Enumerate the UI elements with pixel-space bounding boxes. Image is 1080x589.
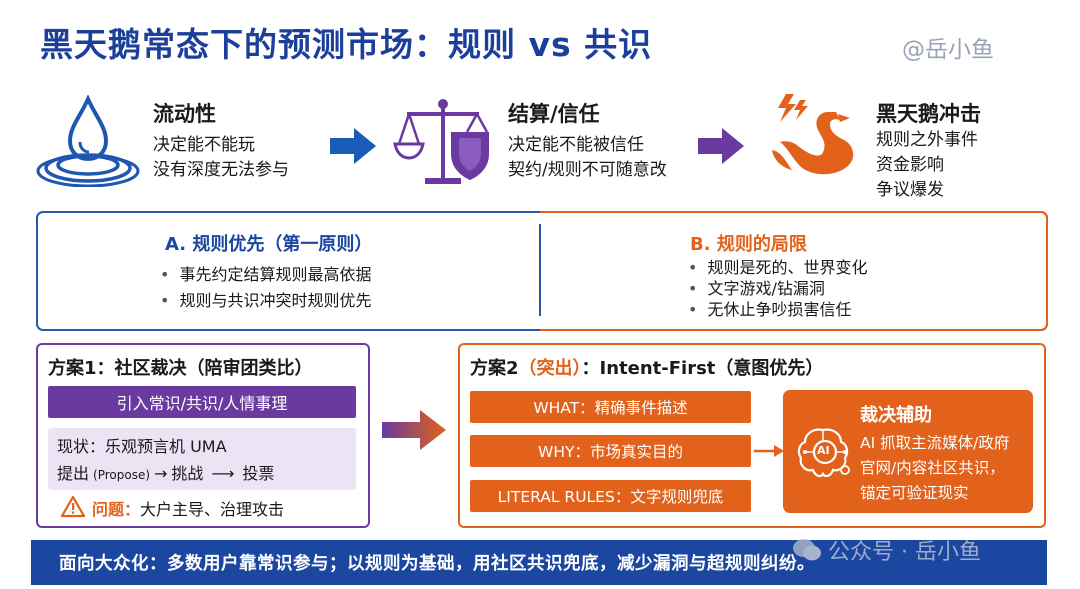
aid-line-1: AI 抓取主流媒体/政府 — [860, 434, 1010, 452]
flow-propose-en: (Propose) — [93, 468, 151, 482]
arrow-right-icon — [330, 128, 376, 168]
wechat-icon — [793, 539, 821, 561]
arrow-right-icon — [754, 443, 784, 463]
flow-arrow-1: → — [154, 464, 168, 483]
rule-first-item-1: 事先约定结算规则最高依据 — [160, 262, 371, 287]
arrow-right-icon — [382, 410, 446, 454]
plan2-title-prefix: 方案2 — [470, 358, 519, 379]
black-swan-line-1: 规则之外事件 — [876, 130, 978, 150]
adjudication-aid-box — [783, 390, 1033, 513]
settlement-line-1: 决定能不能被信任 — [508, 135, 644, 155]
plan1-title: 方案1：社区裁决（陪审团类比） — [48, 358, 313, 379]
black-swan-title: 黑天鹅冲击 — [876, 102, 981, 126]
page-title: 黑天鹅常态下的预测市场：规则 vs 共识 — [40, 25, 653, 64]
flow-challenge: 挑战 — [171, 464, 204, 483]
rule-limit-item-3: 无休止争吵损害信任 — [688, 297, 851, 322]
footer-banner: 面向大众化：多数用户靠常识参与；以规则为基础，用社区共识兜底，减少漏洞与超规则纠… — [31, 540, 1047, 585]
rule-limit-title: B. 规则的局限 — [690, 234, 807, 255]
water-drop-icon — [36, 94, 140, 188]
liquidity-line-2: 没有深度无法参与 — [153, 160, 289, 180]
principles-panel-right-border — [540, 211, 1048, 331]
warning-icon — [60, 495, 86, 522]
aid-line-3: 锚定可验证现实 — [860, 484, 969, 502]
what-bar: WHAT：精确事件描述 — [470, 391, 751, 423]
black-swan-icon — [764, 92, 864, 192]
rule-first-item-2: 规则与共识冲突时规则优先 — [160, 288, 371, 313]
wechat-watermark: 公众号 · 岳小鱼 — [792, 534, 981, 566]
plan2-title-highlight: （突出） — [518, 358, 582, 379]
plan1-panel — [36, 343, 370, 528]
wechat-watermark-text: 公众号 · 岳小鱼 — [828, 540, 981, 565]
flow-propose-label: 提出 — [57, 464, 90, 483]
rule-first-title: A. 规则优先（第一原则） — [165, 234, 373, 255]
black-swan-line-2: 资金影响 — [876, 155, 944, 175]
flow-arrow-2: ⟶ — [211, 464, 235, 483]
plan2-title: 方案2（突出）：Intent-First（意图优先） — [470, 354, 823, 380]
principles-divider — [539, 224, 541, 316]
aid-line-2: 官网/内容社区共识， — [860, 459, 1005, 477]
adjudication-aid-title: 裁决辅助 — [860, 405, 932, 426]
rule-limit-item-2: 文字游戏/钻漏洞 — [688, 276, 824, 301]
liquidity-title: 流动性 — [153, 102, 216, 126]
liquidity-line-1: 决定能不能玩 — [153, 135, 255, 155]
scale-shield-icon — [393, 92, 493, 192]
why-bar: WHY：市场真实目的 — [470, 435, 751, 467]
plan1-flow: 提出 (Propose) → 挑战 ⟶ 投票 — [57, 460, 274, 484]
rule-limit-item-1: 规则是死的、世界变化 — [688, 255, 867, 280]
settlement-line-2: 契约/规则不可随意改 — [508, 160, 667, 180]
warning-label: 问题： — [92, 500, 141, 519]
plan2-panel — [458, 343, 1046, 528]
arrow-right-icon — [698, 128, 744, 168]
plan1-warning: 问题：大户主导、治理攻击 — [92, 496, 284, 520]
author-watermark: @岳小鱼 — [902, 37, 994, 63]
settlement-title: 结算/信任 — [508, 102, 600, 126]
black-swan-line-3: 争议爆发 — [876, 180, 944, 200]
warning-text: 大户主导、治理攻击 — [140, 500, 285, 519]
ai-label: AI — [817, 444, 830, 457]
plan1-bar: 引入常识/共识/人情事理 — [48, 386, 356, 418]
plan1-status-line: 现状：乐观预言机 UMA — [57, 437, 227, 456]
plan2-title-suffix: ：Intent-First（意图优先） — [581, 358, 824, 379]
plan1-status-box — [48, 428, 356, 490]
ai-brain-icon — [793, 424, 853, 486]
flow-vote: 投票 — [242, 464, 275, 483]
literal-rules-bar: LITERAL RULES：文字规则兜底 — [470, 480, 751, 512]
